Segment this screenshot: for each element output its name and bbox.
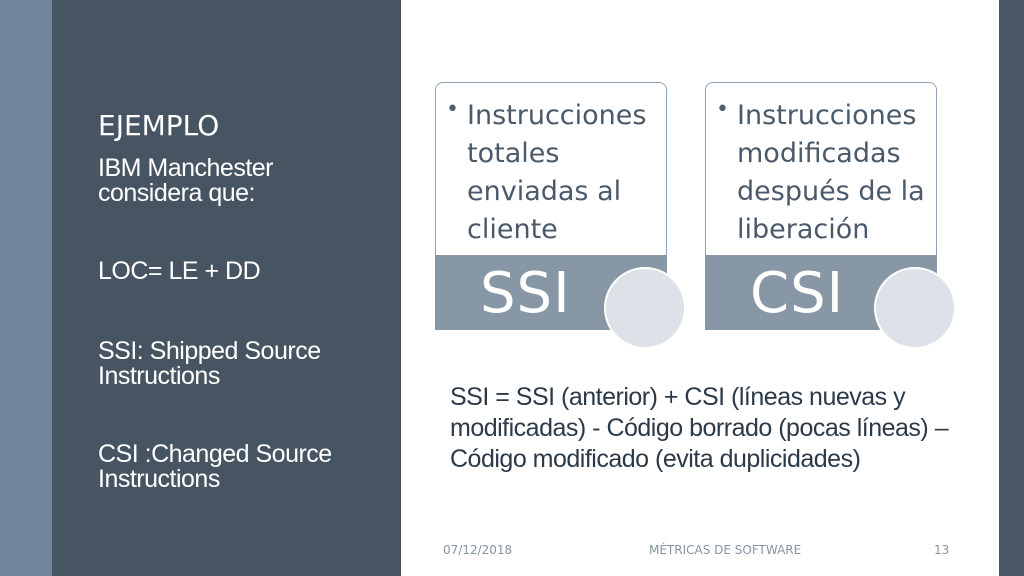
card-csi-label: CSI: [750, 261, 845, 326]
right-accent-strip: [999, 0, 1024, 576]
card-ssi: • Instrucciones totales enviadas al clie…: [435, 82, 686, 349]
bullet-icon: •: [716, 97, 729, 122]
left-panel: [52, 0, 401, 576]
card-csi: • Instrucciones modificadas después de l…: [705, 82, 956, 349]
left-block-ssi: SSI: Shipped Source Instructions: [98, 337, 321, 390]
left-block-loc: LOC= LE + DD: [98, 257, 261, 285]
ssi-formula-note: SSI = SSI (anterior) + CSI (líneas nueva…: [450, 383, 949, 473]
bullet-icon: •: [446, 97, 459, 122]
circle-decoration-icon: [604, 267, 686, 349]
left-block-csi: CSI :Changed Source Instructions: [98, 440, 332, 493]
card-ssi-text: Instrucciones totales enviadas al client…: [467, 100, 647, 245]
footer-page-number: 13: [934, 543, 950, 557]
footer-title: MÉTRICAS DE SOFTWARE: [649, 543, 802, 557]
footer-date: 07/12/2018: [443, 543, 513, 557]
left-block-ibm: IBM Manchester considera que:: [98, 154, 274, 207]
left-accent-strip: [0, 0, 52, 576]
slide-title: EJEMPLO: [98, 109, 220, 142]
card-ssi-label: SSI: [480, 261, 571, 326]
circle-decoration-icon: [874, 267, 956, 349]
card-csi-text: Instrucciones modificadas después de la …: [737, 100, 925, 245]
